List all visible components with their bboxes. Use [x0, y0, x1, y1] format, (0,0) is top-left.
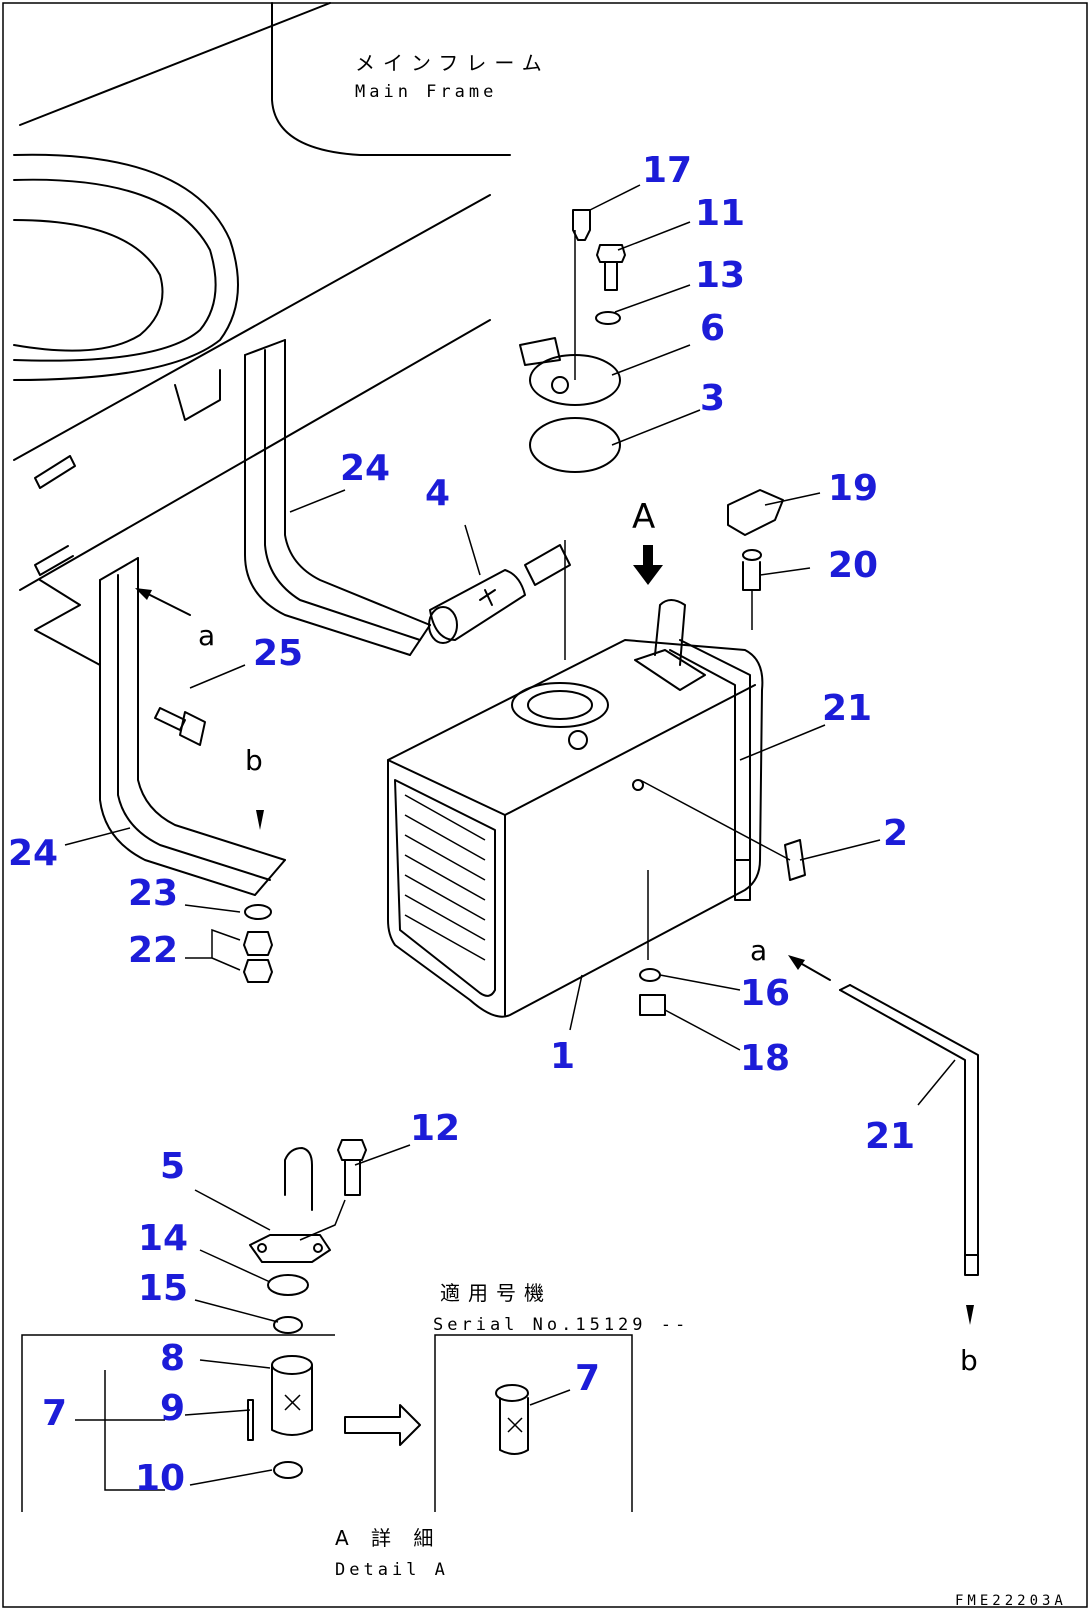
part-25-bolt — [154, 707, 206, 746]
part-1-tank — [387, 599, 764, 1018]
callout-14: 14 — [138, 1218, 188, 1259]
serial-label-jp: 適用号機 — [440, 1281, 552, 1305]
callout-5: 5 — [160, 1146, 185, 1187]
callout-21-lower: 21 — [865, 1116, 915, 1157]
part-9-pin — [247, 1399, 254, 1441]
main-frame-label-en: Main Frame — [355, 82, 497, 102]
part-3-gasket — [529, 417, 621, 473]
change-arrow — [344, 1404, 421, 1446]
part-19-clip — [727, 489, 784, 536]
callout-24-lower: 24 — [8, 833, 58, 874]
callout-3: 3 — [700, 378, 725, 419]
view-mark-a-left: a — [198, 619, 215, 652]
leader-lines — [64, 184, 956, 1486]
callout-12: 12 — [410, 1108, 460, 1149]
view-mark-a-right: a — [750, 934, 767, 967]
callout-11: 11 — [695, 193, 745, 234]
callout-15: 15 — [138, 1268, 188, 1309]
callout-25: 25 — [253, 633, 303, 674]
callout-19: 19 — [828, 468, 878, 509]
callout-6: 6 — [700, 308, 725, 349]
view-arrow-A — [633, 545, 663, 585]
callout-2: 2 — [883, 813, 908, 854]
part-2-bracket — [784, 839, 806, 881]
part-15-oring — [273, 1316, 303, 1334]
part-14-gasket — [267, 1274, 309, 1296]
part-17-plug — [572, 209, 591, 241]
part-18-plug — [639, 994, 666, 1016]
part-16-washer — [639, 968, 661, 982]
callout-10: 10 — [135, 1458, 185, 1499]
callout-18: 18 — [740, 1038, 790, 1079]
part-23-washer — [244, 904, 272, 920]
view-mark-b-right: b — [960, 1344, 978, 1377]
part-6-cover — [519, 337, 621, 406]
main-frame-label-jp: メインフレーム — [355, 51, 550, 75]
part-8-filter — [271, 1355, 313, 1436]
group-bracket-7 — [75, 1370, 165, 1491]
callout-22: 22 — [128, 930, 178, 971]
part-4-strainer — [428, 544, 571, 644]
part-11-bolt — [596, 244, 626, 291]
callout-7-left: 7 — [42, 1393, 67, 1434]
view-arrow-A-label: A — [632, 497, 655, 537]
part-21-lower-strap — [839, 984, 979, 1276]
view-mark-b-left: b — [245, 744, 263, 777]
callout-17: 17 — [642, 150, 692, 191]
detail-label-jp: A 詳 細 — [335, 1526, 441, 1550]
part-24-upper-strap — [244, 339, 431, 656]
callout-4: 4 — [425, 473, 450, 514]
callout-23: 23 — [128, 873, 178, 914]
part-7-filter-new — [495, 1384, 529, 1455]
callout-9: 9 — [160, 1388, 185, 1429]
callout-1: 1 — [550, 1036, 575, 1077]
callout-21-upper: 21 — [822, 688, 872, 729]
part-21-upper-strap — [669, 639, 751, 901]
callout-8: 8 — [160, 1338, 185, 1379]
part-13-washer — [595, 311, 621, 325]
callout-20: 20 — [828, 545, 878, 586]
part-20-fitting — [742, 549, 762, 630]
part-22-nuts — [243, 931, 273, 983]
callout-16: 16 — [740, 973, 790, 1014]
main-frame — [13, 2, 511, 666]
part-10-oring — [273, 1461, 303, 1479]
serial-label-en: Serial No.15129 -- — [433, 1315, 689, 1335]
callout-7-right: 7 — [575, 1358, 600, 1399]
part-12-bolt — [337, 1139, 367, 1196]
detail-label-en: Detail A — [335, 1560, 449, 1580]
callout-13: 13 — [695, 255, 745, 296]
callout-24-upper: 24 — [340, 448, 390, 489]
drawing-code: FME22203A — [955, 1593, 1067, 1609]
detail-box-left — [21, 1334, 335, 1512]
detail-box-right — [434, 1334, 633, 1512]
part-5-elbow-pipe — [249, 1147, 331, 1263]
part-24-lower-strap — [99, 557, 286, 896]
